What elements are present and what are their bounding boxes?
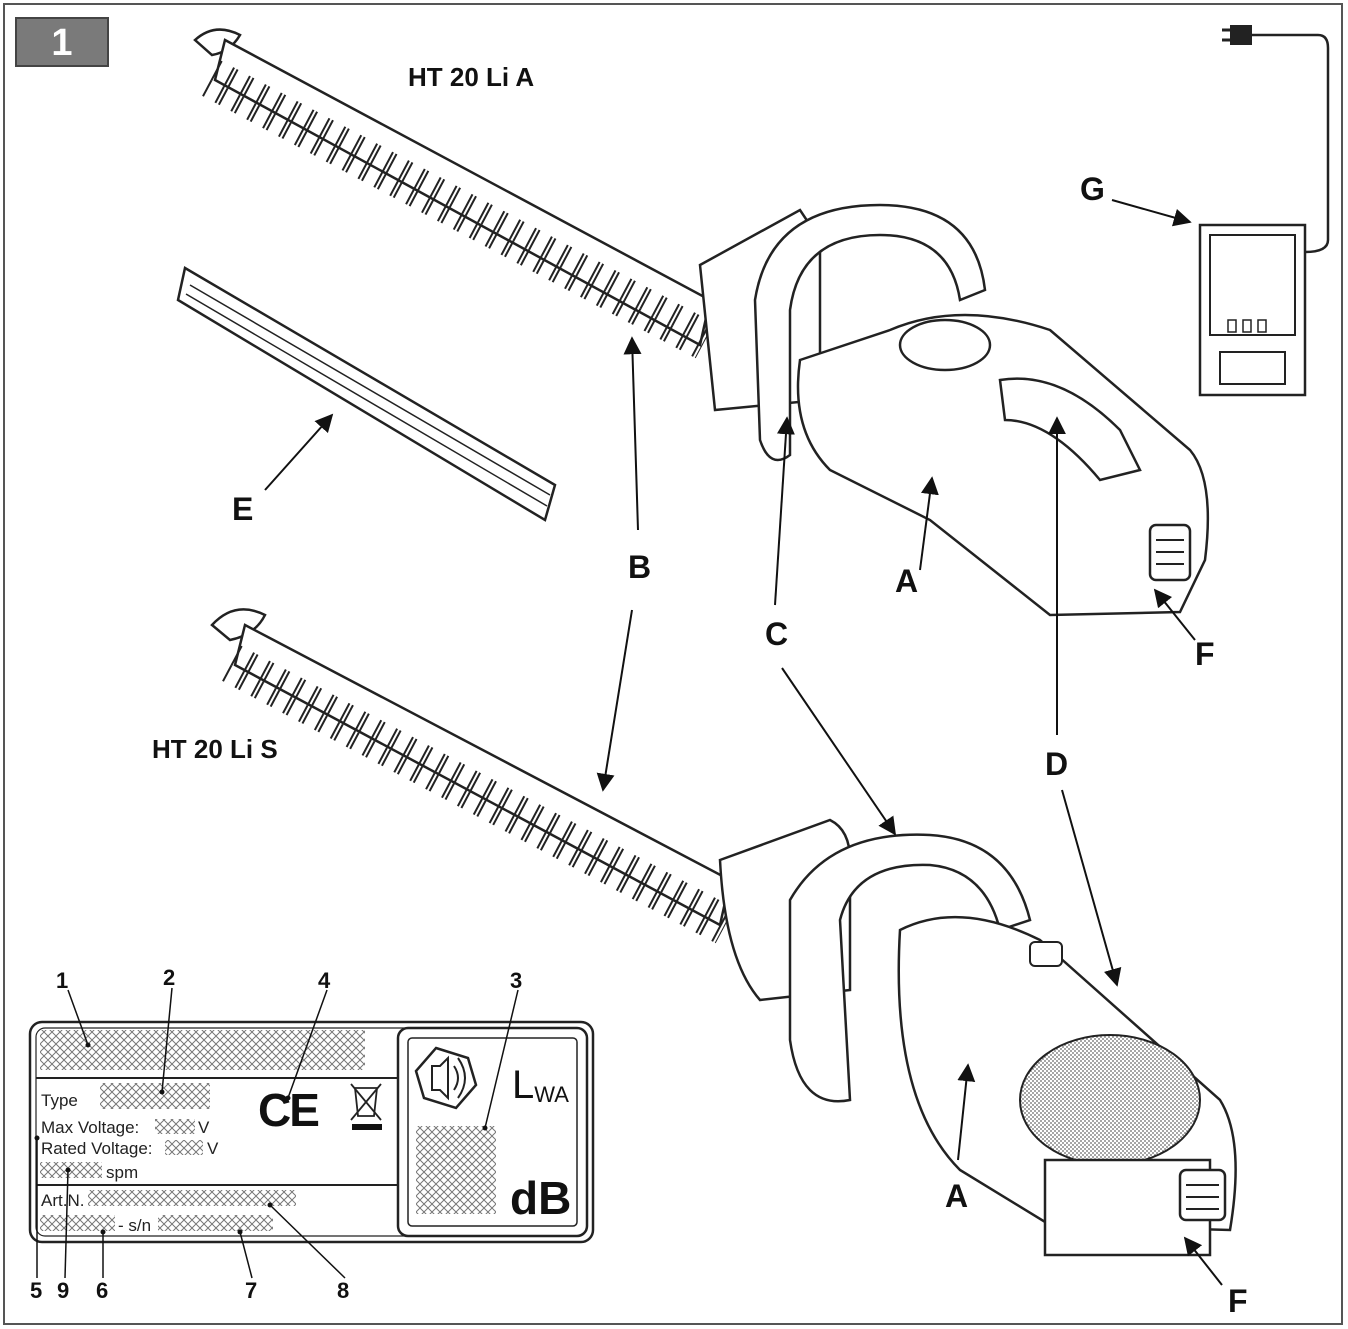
hedge-trimmer-top: HT 20 Li A [193,28,1210,617]
callout-1: 1 [56,968,68,993]
plate-date-field [40,1215,115,1231]
figure-number-badge: 1 [15,17,109,67]
blade-top [193,28,715,362]
figure-number: 1 [51,22,72,64]
callout-6: 6 [96,1278,108,1303]
switch-bottom [1029,941,1063,967]
plate-rated-voltage-field [165,1140,203,1155]
callout-4: 4 [318,968,331,993]
model-name-bottom: HT 20 Li S [152,734,278,764]
label-g: G [1080,171,1105,207]
rear-handle-top [998,377,1142,482]
blade-cover [176,266,557,522]
plate-max-voltage-field [155,1119,195,1134]
charger-cable [1250,33,1330,254]
plate-spm-label: spm [106,1163,138,1182]
plate-artn-label: Art.N. [41,1191,84,1210]
label-a-top: A [895,563,918,599]
callout-7: 7 [245,1278,257,1303]
switch-top [898,318,992,372]
figure-frame [3,3,1343,1325]
callout-8: 8 [337,1278,349,1303]
plate-artn-field [88,1190,296,1206]
label-f-top: F [1195,636,1215,672]
plate-type-field [100,1083,210,1109]
callout-3: 3 [510,968,522,993]
ce-mark: CE [258,1084,318,1136]
label-f-bottom: F [1228,1283,1248,1319]
label-c: C [765,616,788,652]
label-a-bottom: A [945,1178,968,1214]
plate-type-label: Type [41,1091,78,1110]
sound-power-icon [414,1046,478,1110]
plate-max-voltage-unit: V [198,1118,210,1137]
callout-5: 5 [30,1278,42,1303]
model-name-top: HT 20 Li A [408,62,534,92]
callout-2: 2 [163,965,175,990]
charger-plug [1230,25,1252,45]
vent-grille-bottom [1019,1034,1201,1166]
weee-bin-icon [350,1083,382,1130]
plate-spm-field [40,1162,102,1178]
lwa-label: LWA [512,1063,569,1107]
front-handle-bottom [788,833,1032,1103]
label-e: E [232,491,253,527]
db-label: dB [510,1172,571,1224]
charger [1198,25,1330,397]
part-callouts: G E B C A D F A F [232,171,1248,1319]
plate-callouts: 1 2 4 3 5 9 6 7 8 [30,965,522,1303]
rating-plate: Type Max Voltage: V Rated Voltage: V spm… [28,1020,595,1244]
label-d: D [1045,746,1068,782]
callout-9: 9 [57,1278,69,1303]
charger-body [1198,223,1307,397]
motor-body-top [796,313,1210,617]
hedge-trimmer-bottom: HT 20 Li S [152,608,1237,1257]
plate-rated-voltage-unit: V [207,1139,219,1158]
label-b: B [628,549,651,585]
plate-max-voltage-label: Max Voltage: [41,1118,139,1137]
battery-latch-bottom [1178,1168,1227,1222]
plate-sn-label: - s/n [118,1216,151,1235]
plate-rated-voltage-label: Rated Voltage: [41,1139,153,1158]
plate-name-field [40,1030,365,1070]
noise-value-field [416,1126,496,1214]
blade-bottom [210,608,735,947]
plate-sn-field [158,1215,273,1231]
